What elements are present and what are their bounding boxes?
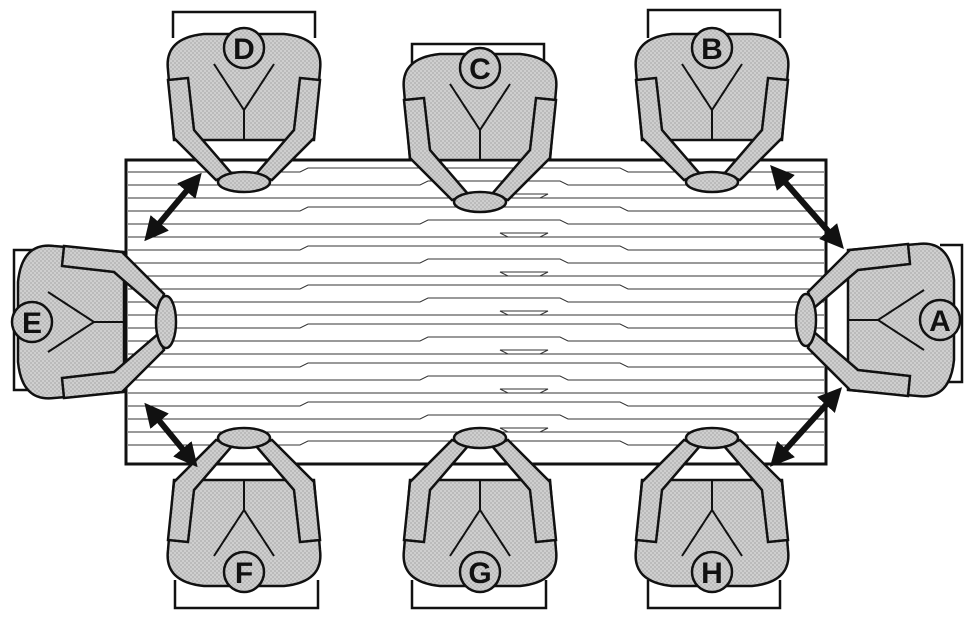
clearance-arrow-D-E (144, 172, 202, 242)
wood-grain-line (128, 258, 824, 264)
torso-shape (16, 244, 126, 400)
hands-shape (216, 426, 272, 450)
head-shape (222, 26, 266, 70)
wood-grain-line (128, 414, 824, 420)
lapel-lines (449, 480, 511, 557)
lapel-lines (681, 63, 743, 140)
wood-grain-line (128, 310, 824, 316)
person-d (166, 26, 322, 194)
hands-shape (684, 426, 740, 450)
torso-shape (634, 32, 790, 142)
seat-label-d: D (233, 33, 255, 66)
person-a (794, 242, 962, 398)
wood-grain-line (128, 375, 824, 381)
clearance-arrows (144, 164, 844, 468)
seat-label-c: C (469, 53, 491, 86)
chair-F (173, 580, 320, 610)
hands-shape (684, 170, 740, 194)
head-shape (690, 26, 734, 70)
head-shape (458, 46, 502, 90)
chair-D (171, 10, 317, 38)
chair-G (410, 580, 548, 610)
person-h (634, 426, 790, 594)
clearance-arrow-B-A (770, 164, 844, 250)
lapel-lines (213, 480, 275, 557)
seat-label-e: E (22, 307, 42, 340)
wood-grain-line (128, 219, 824, 225)
hands-shape (794, 292, 818, 348)
person-f (166, 426, 322, 594)
person-e (10, 244, 178, 400)
chair-A (940, 243, 964, 384)
head-shape (918, 298, 962, 342)
wood-grain-line (128, 180, 824, 186)
torso-shape (166, 32, 322, 142)
wood-grain-line (128, 401, 824, 407)
seat-label-g: G (468, 557, 491, 590)
wood-grain-line (128, 388, 824, 394)
wood-grain-line (128, 362, 824, 368)
wood-grain-line (128, 336, 824, 342)
chair-H (646, 580, 782, 610)
hands-shape (452, 426, 508, 450)
wood-grain-line (128, 297, 824, 303)
clearance-arrow-A-H (769, 387, 843, 467)
wood-grain-line (128, 349, 824, 355)
seat-label-b: B (701, 33, 723, 66)
seat-label-f: F (235, 557, 253, 590)
seat-label-h: H (701, 557, 723, 590)
torso-shape (402, 478, 558, 588)
lapel-lines (681, 480, 743, 557)
lapel-lines (848, 289, 925, 351)
chair-B (646, 8, 782, 38)
wood-grain-line (128, 284, 824, 290)
wood-grain-line (128, 245, 824, 251)
person-g (402, 426, 558, 594)
head-shape (690, 550, 734, 594)
hands-shape (216, 170, 272, 194)
lapel-lines (449, 83, 511, 160)
chairs (12, 8, 964, 610)
wood-grain-line (128, 271, 824, 277)
head-shape (222, 550, 266, 594)
seated-figures (10, 26, 962, 594)
torso-shape (846, 242, 956, 398)
wood-grain-line (128, 232, 824, 238)
lapel-lines (47, 291, 124, 353)
seat-label-a: A (929, 305, 951, 338)
torso-shape (634, 478, 790, 588)
person-c (402, 46, 558, 214)
hands-shape (452, 190, 508, 214)
head-shape (458, 550, 502, 594)
wood-grain-line (128, 323, 824, 329)
chair-C (410, 42, 546, 68)
hands-shape (154, 294, 178, 350)
clearance-arrow-E-F (144, 402, 198, 468)
lapel-lines (213, 63, 275, 140)
torso-shape (402, 52, 558, 162)
head-shape (10, 300, 54, 344)
torso-shape (166, 478, 322, 588)
person-b (634, 26, 790, 194)
seat-labels: A B C D E F G H (22, 33, 951, 590)
